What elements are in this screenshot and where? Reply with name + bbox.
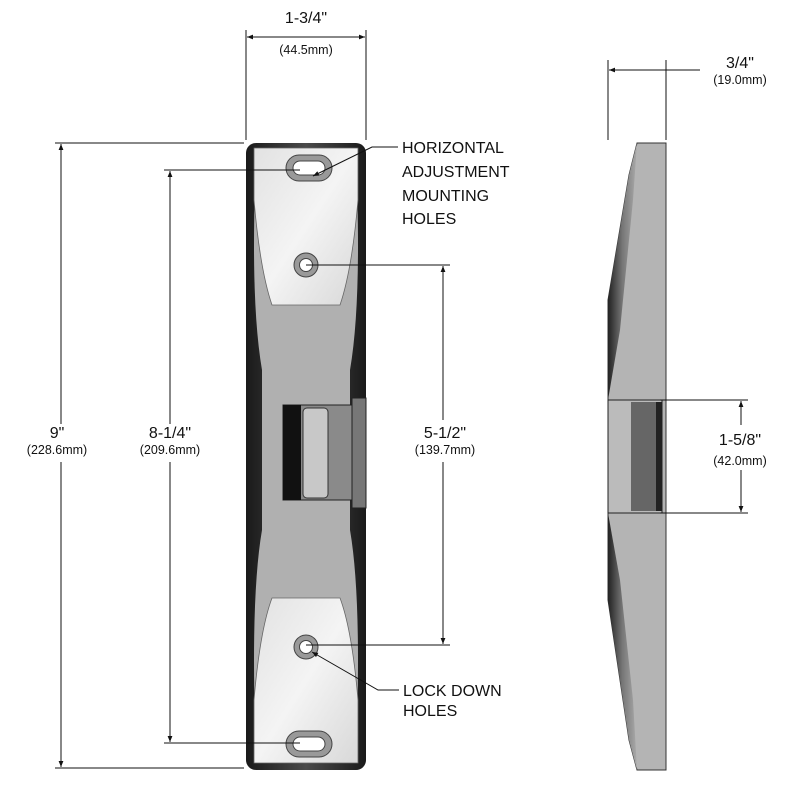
lockdown-spacing-imperial: 5-1/2" — [424, 425, 466, 442]
keeper-height-imperial: 1-5/8" — [719, 432, 761, 449]
strike-front-view — [246, 143, 367, 770]
callout-horizontal-line1: HORIZONTAL — [402, 140, 504, 157]
overall-height-metric: (228.6mm) — [27, 443, 87, 457]
depth-imperial: 3/4" — [726, 55, 754, 72]
keeper — [282, 397, 367, 509]
strike-side-view — [607, 142, 667, 771]
top-faceplate-light — [253, 147, 359, 306]
callout-horizontal-line2: ADJUSTMENT — [402, 164, 510, 181]
lockdown-spacing-metric: (139.7mm) — [415, 443, 475, 457]
front-width-metric: (44.5mm) — [279, 43, 332, 57]
depth-metric: (19.0mm) — [713, 73, 766, 87]
bottom-faceplate-light — [253, 597, 359, 764]
overall-height-imperial: 9" — [50, 425, 65, 442]
keeper-height-metric: (42.0mm) — [713, 454, 766, 468]
callout-horizontal-line4: HOLES — [402, 211, 456, 228]
front-width-imperial: 1-3/4" — [285, 10, 327, 27]
hole-spacing-metric: (209.6mm) — [140, 443, 200, 457]
callout-lockdown-line2: HOLES — [403, 703, 457, 720]
callout-lockdown-line1: LOCK DOWN — [403, 683, 502, 700]
callout-horizontal-line3: MOUNTING — [402, 188, 489, 205]
hole-spacing-imperial: 8-1/4" — [149, 425, 191, 442]
dimension-lines — [55, 30, 748, 769]
